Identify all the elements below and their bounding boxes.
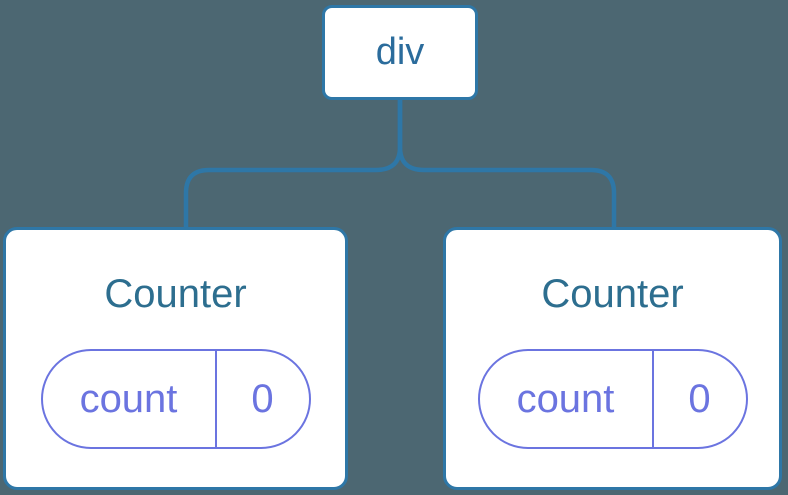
state-pill: count 0 (477, 349, 748, 449)
state-key: count (43, 351, 217, 447)
component-title: Counter (541, 272, 684, 316)
connector-left-branch (183, 100, 403, 228)
counter-node-left: Counter count 0 (3, 227, 348, 490)
root-node-div: div (322, 5, 478, 100)
connector-right-branch (397, 100, 617, 228)
state-value: 0 (251, 376, 274, 421)
counter-node-right: Counter count 0 (443, 227, 782, 490)
state-key: count (480, 351, 654, 447)
component-title: Counter (104, 272, 247, 316)
state-value: 0 (688, 376, 711, 421)
state-pill: count 0 (40, 349, 311, 449)
root-node-label: div (375, 31, 425, 73)
